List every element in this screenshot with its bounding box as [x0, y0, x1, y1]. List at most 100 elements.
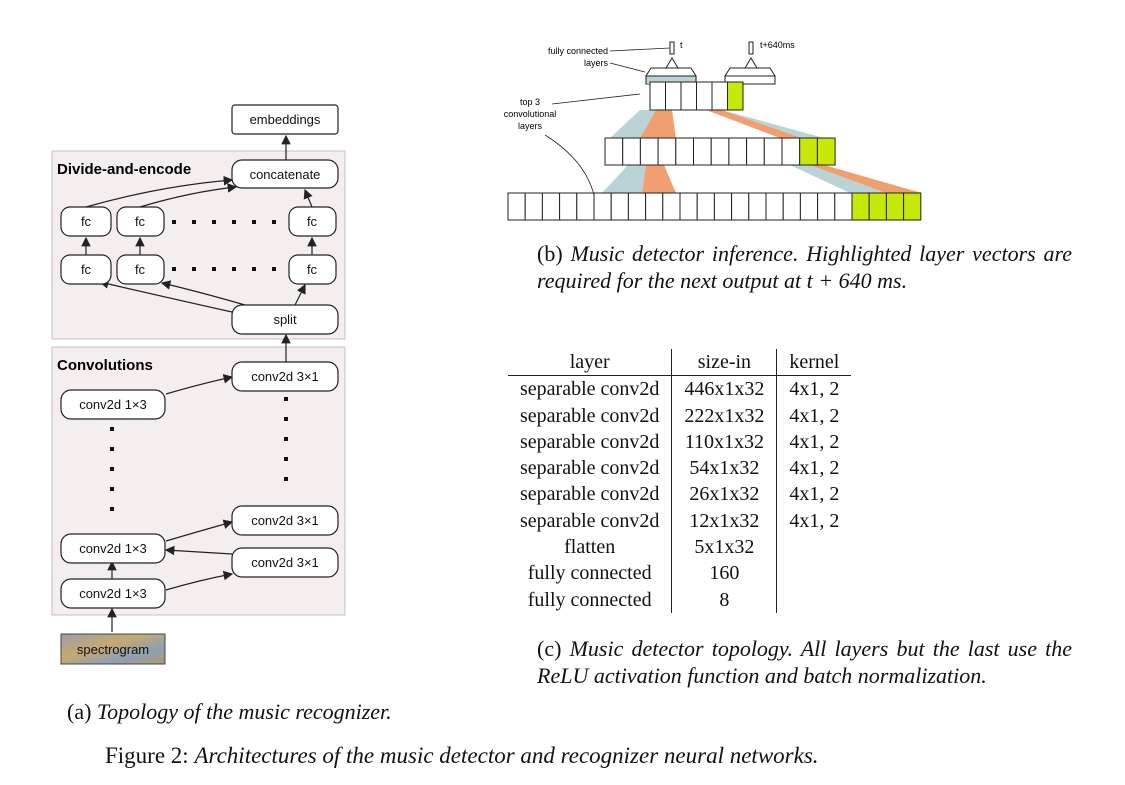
- fc-node: fc: [60, 254, 112, 285]
- layer-vector-cell: [576, 192, 595, 221]
- svg-text:fc: fc: [135, 214, 146, 229]
- layer-vector-cell: [541, 192, 561, 221]
- layer-vector-cell: [693, 137, 712, 166]
- convolutions-label: Convolutions: [57, 357, 153, 374]
- svg-text:fc: fc: [307, 214, 318, 229]
- svg-text:concatenate: concatenate: [250, 167, 321, 182]
- layer-vector-cell: [593, 192, 612, 221]
- layer-vector-cell: [763, 137, 783, 166]
- table-cell: 160: [671, 560, 778, 587]
- projection-shape: [810, 165, 922, 193]
- layer-vector-cell: [649, 81, 666, 111]
- svg-text:fc: fc: [81, 214, 92, 229]
- layer-vector-cell: [696, 192, 715, 221]
- projection-shape: [610, 110, 656, 138]
- svg-text:fc: fc: [307, 262, 318, 277]
- label-t: t: [680, 40, 683, 50]
- layer-vector-cell: [657, 137, 677, 166]
- label-t640: t+640ms: [760, 40, 795, 50]
- layer-vector-cell: [604, 137, 624, 166]
- table-cell: separable conv2d: [508, 375, 673, 403]
- svg-text:conv2d 3×1: conv2d 3×1: [251, 555, 319, 570]
- table-cell: 8: [671, 586, 778, 613]
- caption-b: (b) Music detector inference. Highlighte…: [537, 241, 1073, 293]
- svg-text:fc: fc: [81, 262, 92, 277]
- svg-text:conv2d 1×3: conv2d 1×3: [79, 397, 147, 412]
- table-cell: 26x1x32: [671, 481, 778, 508]
- projection-shape: [640, 110, 676, 138]
- layer-vector-cell: [675, 137, 695, 166]
- layer-vector-cell: [765, 192, 784, 221]
- layer-vector-cell: [711, 81, 728, 111]
- layer-vector-cell: [782, 192, 801, 221]
- projection-shape: [642, 165, 676, 193]
- divide-encode-label: Divide-and-encode: [57, 161, 191, 178]
- table-cell: fully connected: [508, 560, 673, 587]
- table-cell: separable conv2d: [508, 507, 673, 535]
- layer-vector-cell: [710, 137, 730, 166]
- layer-vector-cell: [817, 192, 836, 221]
- fc-node: fc: [288, 254, 337, 285]
- table-cell: fully connected: [508, 586, 673, 613]
- table-cell: [777, 587, 852, 613]
- caption-c: (c) Music detector topology. All layers …: [537, 636, 1073, 688]
- svg-text:conv2d 1×3: conv2d 1×3: [79, 541, 147, 556]
- table-cell: 222x1x32: [671, 402, 778, 429]
- layer-vector-cell: [622, 137, 641, 166]
- layer-vector-cell: [903, 192, 922, 221]
- layer-vector-cell: [851, 192, 870, 221]
- figure-caption: Figure 2: Architectures of the music det…: [105, 743, 819, 768]
- table-header: kernel: [776, 349, 852, 377]
- split-node: split: [231, 304, 339, 335]
- conv-left-node: conv2d 1×3: [60, 533, 166, 564]
- layer-vector-cell: [662, 192, 681, 221]
- fc-node: fc: [116, 206, 165, 237]
- svg-text:conv2d 3×1: conv2d 3×1: [251, 369, 319, 384]
- table-cell: 4x1, 2: [789, 483, 840, 506]
- layer-vector-cell: [731, 192, 750, 221]
- table-cell: 4x1, 2: [789, 430, 840, 453]
- svg-text:fc: fc: [135, 262, 146, 277]
- fc-node: fc: [288, 206, 337, 237]
- table-cell: 446x1x32: [671, 375, 778, 403]
- embeddings-node: embeddings: [231, 104, 339, 135]
- layer-vector-cell: [834, 192, 853, 221]
- fc-node: fc: [116, 254, 165, 285]
- layer-vector-cell: [696, 81, 713, 111]
- table-header: layer: [508, 349, 673, 377]
- projection-shape: [706, 110, 802, 138]
- layer-vector-cell: [748, 192, 767, 221]
- caption-a: (a) Topology of the music recognizer.: [67, 699, 392, 724]
- conv-right-node: conv2d 3×1: [231, 547, 339, 578]
- table-cell: separable conv2d: [508, 455, 673, 482]
- layer-vector-cell: [559, 192, 578, 221]
- layer-vector-cell: [524, 192, 543, 221]
- conv-right-node: conv2d 3×1: [231, 505, 339, 536]
- conv-left-node: conv2d 1×3: [60, 578, 166, 609]
- table-cell: 110x1x32: [671, 428, 778, 456]
- layer-vector-cell: [610, 192, 629, 221]
- table-cell: separable conv2d: [508, 481, 673, 508]
- svg-text:conv2d 3×1: conv2d 3×1: [251, 513, 319, 528]
- table-cell: 4x1, 2: [789, 378, 840, 401]
- table-cell: 4x1, 2: [789, 404, 840, 427]
- conv-right-node: conv2d 3×1: [231, 361, 339, 392]
- layer-vector-cell: [885, 192, 905, 221]
- layer-vector-cell: [639, 137, 659, 166]
- svg-text:spectrogram: spectrogram: [77, 642, 149, 657]
- concatenate-node: concatenate: [231, 159, 339, 189]
- layer-vector-cell: [728, 137, 748, 166]
- table-cell: 4x1, 2: [789, 509, 840, 532]
- layer-vector-cell: [680, 81, 697, 111]
- layer-vector-cell: [627, 192, 647, 221]
- layer-vector-cell: [781, 137, 801, 166]
